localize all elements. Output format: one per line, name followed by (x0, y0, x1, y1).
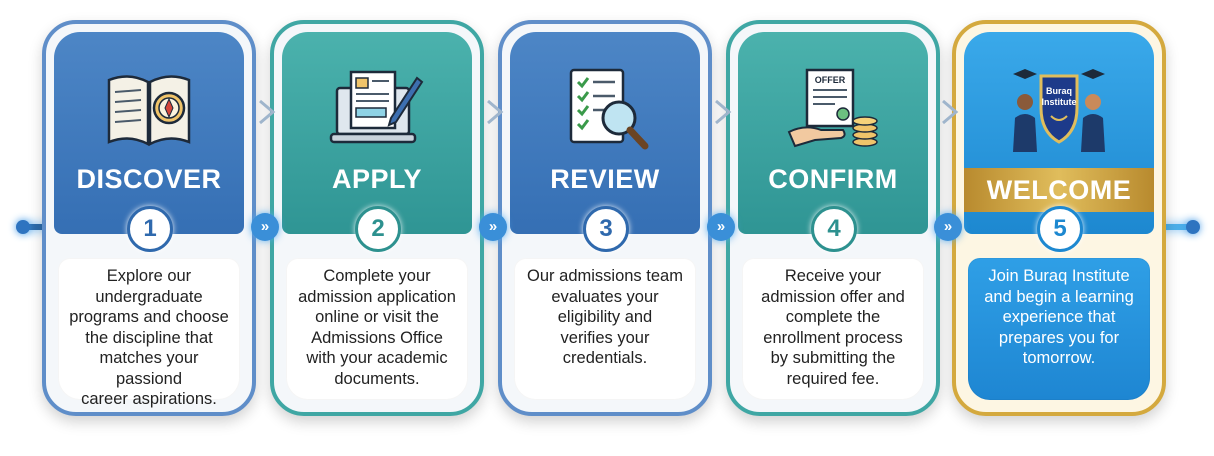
desc-line: enrollment process (763, 328, 903, 347)
step-title: APPLY (331, 164, 423, 194)
desc-line: documents. (334, 369, 420, 388)
crest-text-line2: Institute (1042, 97, 1077, 107)
desc-line: Explore our (106, 267, 192, 285)
desc-line: the discipline that (85, 328, 213, 347)
step-title: CONFIRM (768, 164, 898, 194)
step-title: REVIEW (550, 164, 660, 194)
timeline-start-dot (16, 220, 30, 234)
step-header: REVIEW (510, 32, 700, 234)
step-card-apply: APPLY 2 Complete your admission applicat… (270, 20, 484, 416)
desc-line: admission application (298, 287, 456, 306)
step-description: Receive your admission offer and complet… (742, 258, 924, 400)
desc-line: with your academic (306, 349, 448, 367)
chevron-right-icon (259, 99, 276, 125)
step-number-badge: 4 (811, 206, 857, 252)
step-title: WELCOME (964, 168, 1154, 212)
desc-line: evaluates your (551, 287, 659, 306)
desc-line: Complete your (323, 267, 431, 285)
chevron-right-icon (942, 99, 959, 125)
crest-text-line1: Buraq (1046, 86, 1072, 96)
step-number-badge: 5 (1037, 206, 1083, 252)
chevron-right-icon (715, 99, 732, 125)
step-card-welcome: Buraq Institute WELCOME 5 Join Buraq Ins… (952, 20, 1166, 416)
desc-line: tomorrow. (1022, 349, 1096, 367)
desc-line: experience that (1002, 308, 1116, 326)
offer-text: OFFER (815, 75, 846, 85)
step-number-badge: 3 (583, 206, 629, 252)
step-header: Buraq Institute WELCOME (964, 32, 1154, 234)
step-header: DISCOVER (54, 32, 244, 234)
step-description: Explore our undergraduate programs and c… (58, 258, 240, 408)
chevron-right-icon (487, 99, 504, 125)
step-card-confirm: OFFER CONFIRM 4 Receive your admission o… (726, 20, 940, 416)
desc-line: and begin a learning (984, 287, 1134, 306)
offer-letter-coins-icon: OFFER (787, 68, 878, 148)
desc-line: prepares you for (998, 328, 1120, 347)
desc-line: career aspirations. (81, 390, 217, 408)
desc-line: Our admissions team (527, 267, 683, 285)
step-description: Join Buraq Institute and begin a learnin… (968, 258, 1150, 400)
step-header: APPLY (282, 32, 472, 234)
desc-line: by submitting the (770, 349, 896, 367)
double-chevron-icon: » (707, 213, 735, 241)
desc-line: credentials. (562, 349, 648, 367)
step-title: DISCOVER (76, 164, 222, 194)
double-chevron-icon: » (251, 213, 279, 241)
desc-line: admission offer and (761, 287, 905, 306)
step-number-badge: 1 (127, 206, 173, 252)
desc-line: Join Buraq Institute (988, 267, 1130, 285)
step-description: Our admissions team evaluates your eligi… (514, 258, 696, 400)
desc-line: Admissions Office (311, 328, 443, 347)
graduates-crest-icon: Buraq Institute (1013, 69, 1105, 152)
step-number-badge: 2 (355, 206, 401, 252)
desc-line: eligibility and (557, 308, 653, 326)
step-header: OFFER CONFIRM (738, 32, 928, 234)
timeline-end-dot (1186, 220, 1200, 234)
double-chevron-icon: » (479, 213, 507, 241)
desc-line: online or visit the (315, 308, 439, 326)
double-chevron-icon: » (934, 213, 962, 241)
laptop-application-form-icon (329, 70, 424, 144)
checklist-magnifier-icon (569, 68, 649, 150)
step-description: Complete your admission application onli… (286, 258, 468, 400)
desc-line: undergraduate (95, 287, 203, 306)
desc-line: verifies your (560, 328, 650, 347)
desc-line: matches your passiond (99, 349, 199, 388)
desc-line: programs and choose (69, 308, 229, 326)
open-book-compass-icon (107, 75, 191, 147)
step-card-discover: DISCOVER 1 Explore our undergraduate pro… (42, 20, 256, 416)
step-card-review: REVIEW 3 Our admissions team evaluates y… (498, 20, 712, 416)
desc-line: required fee. (786, 369, 880, 388)
desc-line: Receive your (784, 267, 882, 285)
desc-line: complete the (785, 308, 881, 326)
